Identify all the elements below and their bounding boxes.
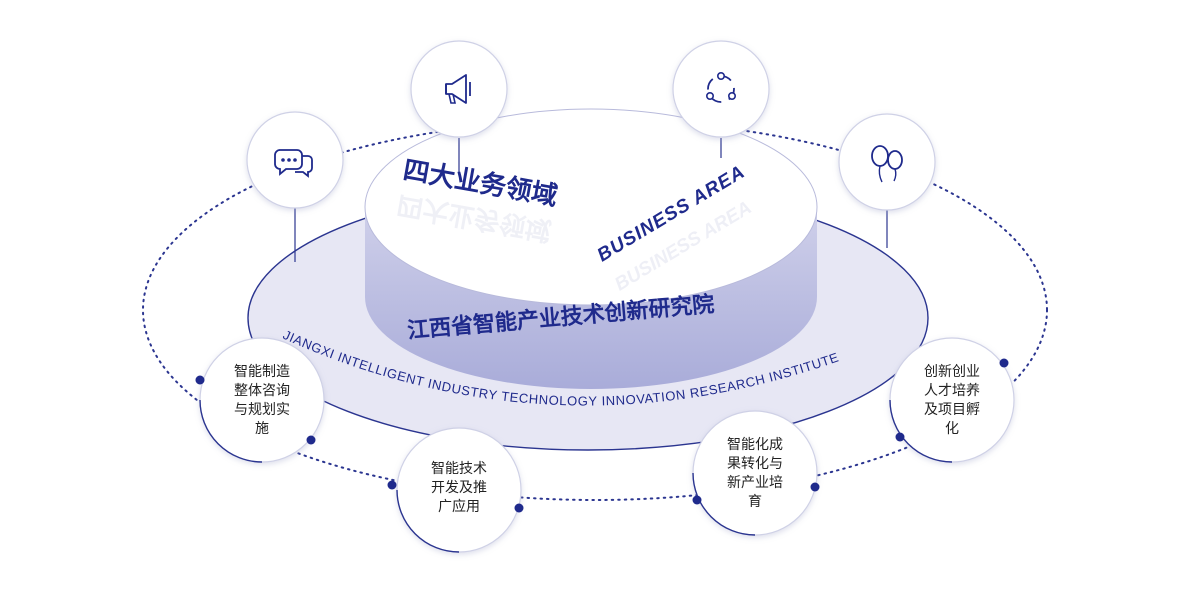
area-circle-4 [889,337,1015,463]
area-label-line: 人才培养 [924,383,980,399]
area-label-1: 智能制造 整体咨询 与规划实 施 [214,363,310,439]
chat-bubbles-icon [246,111,344,209]
area-label-3: 智能化成 果转化与 新产业培 育 [707,436,803,512]
megaphone-icon [410,40,508,138]
area-label-line: 智能技术 [431,461,487,477]
balloons-icon [838,113,936,211]
cycle-arrows-icon [672,40,770,138]
area-label-2: 智能技术 开发及推 广应用 [411,460,507,517]
area-label-line: 开发及推 [431,480,487,496]
area-label-4: 创新创业 人才培养 及项目孵 化 [904,363,1000,439]
area-label-line: 新产业培 [727,475,783,491]
outer-orbit [142,119,1048,501]
area-label-line: 智能化成 [727,437,783,453]
area-circle-3 [692,410,820,536]
area-label-line: 与规划实 [234,402,290,418]
area-circle-2 [387,427,524,553]
area-label-line: 及项目孵 [924,402,980,418]
area-label-line: 化 [945,421,959,437]
area-label-line: 育 [748,494,762,510]
area-label-line: 创新创业 [924,364,980,380]
area-label-line: 智能制造 [234,364,290,380]
area-label-line: 整体咨询 [234,383,290,399]
area-label-line: 施 [255,421,269,437]
area-label-line: 广应用 [438,499,480,515]
area-label-line: 果转化与 [727,456,783,472]
cylinder-top [364,108,818,306]
area-circle-1 [195,337,325,463]
